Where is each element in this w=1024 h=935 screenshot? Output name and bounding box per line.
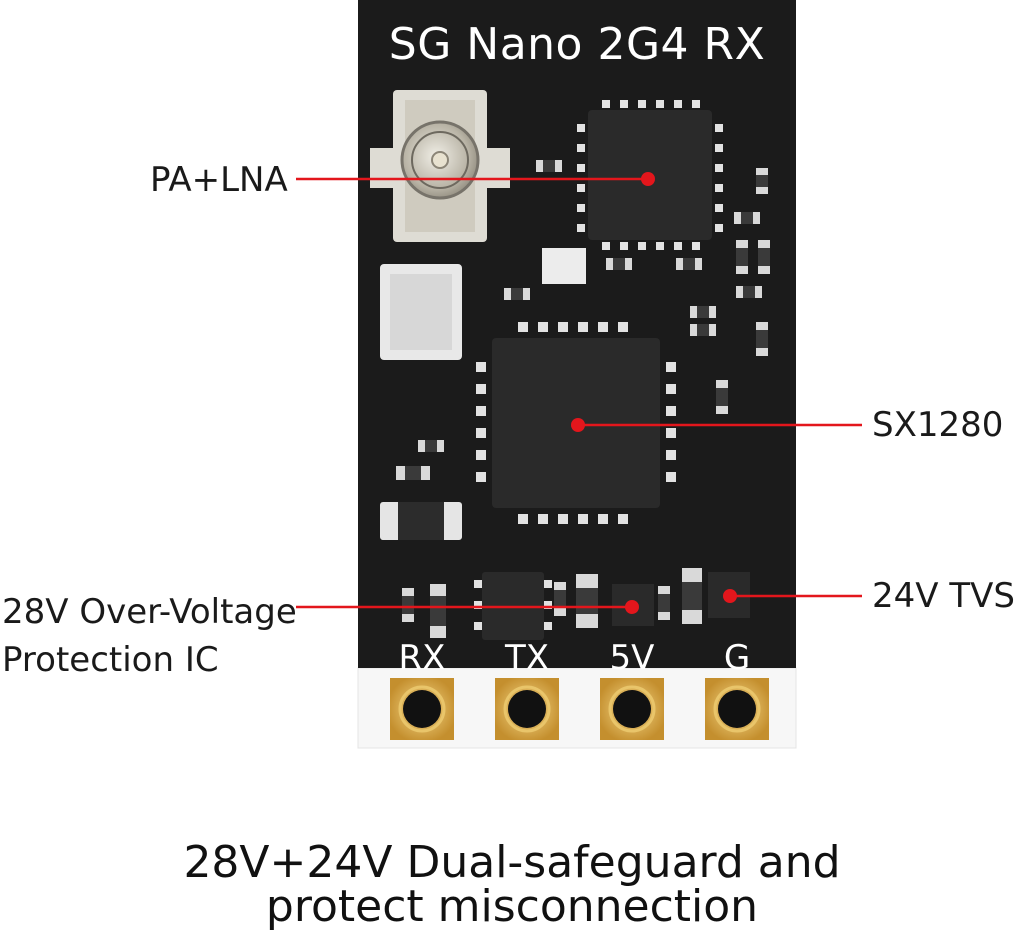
pad-g <box>705 678 769 740</box>
callout-label-pa-lna: PA+LNA <box>150 160 288 200</box>
passive <box>380 502 462 540</box>
passive <box>606 258 632 270</box>
passive <box>676 258 702 270</box>
pad-tx <box>495 678 559 740</box>
caption-line-1: 28V+24V Dual-safeguard and <box>183 837 841 888</box>
callout-label-ovp-line2: Protection IC <box>2 640 219 680</box>
passive <box>658 586 670 620</box>
pin-label-rx: RX <box>398 638 446 678</box>
callout-dot-ovp <box>625 600 639 614</box>
pad-rx <box>390 678 454 740</box>
passive <box>576 574 598 628</box>
passive <box>690 306 716 318</box>
callout-lines <box>296 172 862 614</box>
callout-label-ovp-line1: 28V Over-Voltage <box>2 592 297 632</box>
passive <box>554 582 566 616</box>
passive-components <box>380 160 770 540</box>
passive <box>756 168 768 194</box>
passive <box>504 288 530 300</box>
passive <box>430 584 446 638</box>
pad-5v <box>600 678 664 740</box>
passive <box>418 440 444 452</box>
callout-dot-sx1280 <box>571 418 585 432</box>
passive <box>758 240 770 274</box>
callout-label-sx1280: SX1280 <box>872 405 1004 445</box>
board-title: SG Nano 2G4 RX <box>388 19 766 70</box>
passive <box>716 380 728 414</box>
solder-pads <box>390 678 769 740</box>
pin-label-tx: TX <box>504 638 550 678</box>
passive <box>396 466 430 480</box>
passive <box>690 324 716 336</box>
callout-label-tvs: 24V TVS <box>872 576 1015 616</box>
passive <box>536 160 562 172</box>
passive <box>736 240 748 274</box>
passive <box>402 588 414 622</box>
passive <box>542 248 586 284</box>
passive <box>682 568 702 624</box>
callout-dot-tvs <box>723 589 737 603</box>
callout-dot-pa-lna <box>641 172 655 186</box>
antenna-connector <box>370 90 510 242</box>
passive <box>756 322 768 356</box>
pin-label-g: G <box>723 638 751 678</box>
passive <box>734 212 760 224</box>
bottom-components <box>402 568 750 640</box>
passive <box>736 286 762 298</box>
crystal <box>380 264 462 360</box>
caption-line-2: protect misconnection <box>265 881 759 932</box>
pin-label-5v: 5V <box>609 638 655 678</box>
